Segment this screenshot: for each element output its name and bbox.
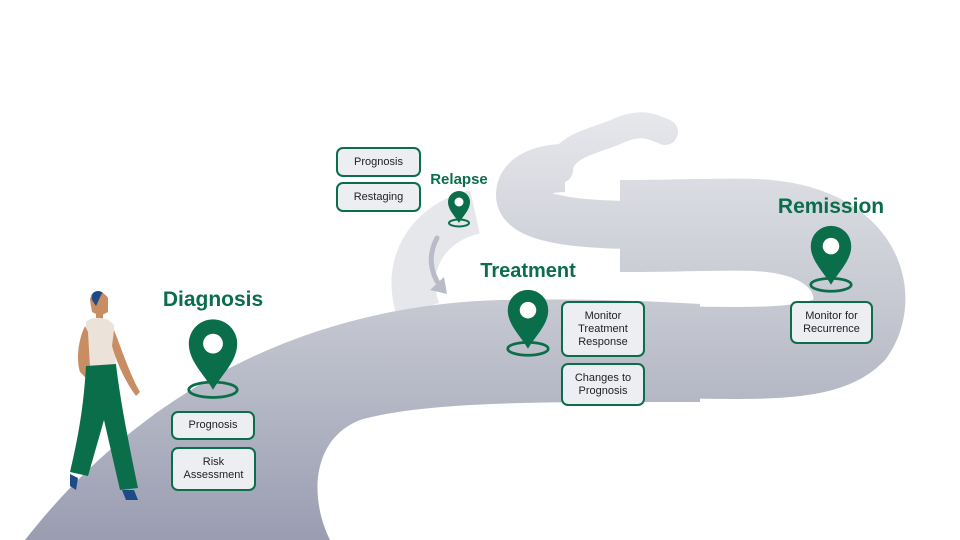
diagnosis-title: Diagnosis — [162, 288, 264, 311]
treatment-changes-prognosis-box: Changes to Prognosis — [561, 363, 645, 406]
treatment-monitor-response-box: Monitor Treatment Response — [561, 301, 645, 357]
diagnosis-risk-assessment-box: Risk Assessment — [171, 447, 256, 491]
remission-title: Remission — [777, 195, 885, 218]
relapse-loop-road — [391, 190, 481, 317]
remission-monitor-recurrence-box: Monitor for Recurrence — [790, 301, 873, 344]
treatment-map-pin-icon — [506, 289, 550, 357]
curved-arrow-icon — [428, 235, 447, 294]
road-far-tail — [547, 112, 678, 183]
diagnosis-prognosis-box: Prognosis — [171, 411, 255, 440]
diagnosis-map-pin-icon — [187, 319, 239, 399]
treatment-title: Treatment — [480, 260, 576, 282]
remission-map-pin-icon — [809, 225, 853, 293]
walking-woman-illustration — [70, 291, 140, 500]
relapse-restaging-box: Restaging — [336, 182, 421, 212]
relapse-title: Relapse — [430, 171, 488, 188]
road-far-lane — [619, 178, 906, 399]
road-far-uturn — [495, 144, 641, 249]
relapse-prognosis-box: Prognosis — [336, 147, 421, 177]
relapse-map-pin-icon — [448, 191, 470, 228]
